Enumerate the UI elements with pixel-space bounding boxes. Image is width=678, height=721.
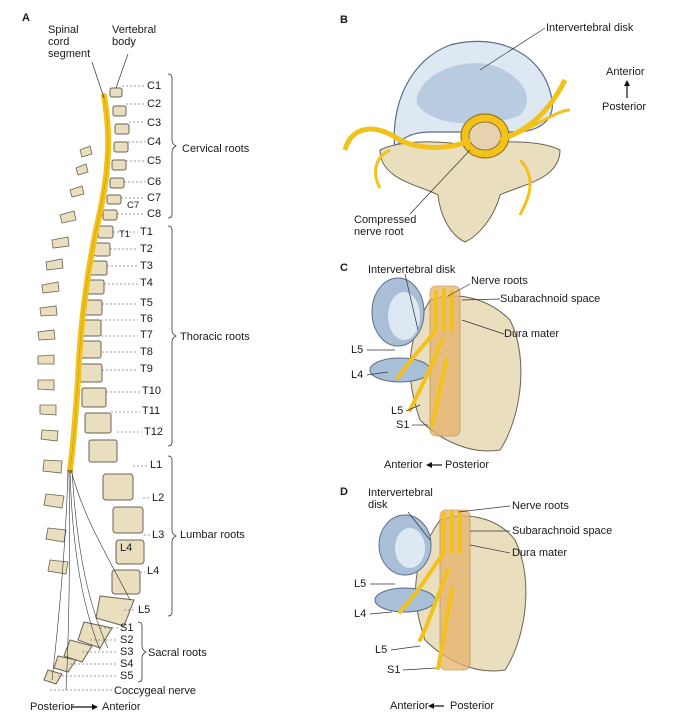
label-t9: T9 <box>140 363 153 375</box>
label-t1-inner: T1 <box>119 229 131 240</box>
c-l5-lower-label: L5 <box>391 405 404 417</box>
label-t4: T4 <box>140 277 153 289</box>
c-posterior-label: Posterior <box>445 459 490 471</box>
label-s3: S3 <box>120 646 134 658</box>
panel-c-drawing <box>369 277 522 452</box>
b-compressed-nerve-root-label: Compressed nerve root <box>354 214 417 238</box>
label-l5: L5 <box>138 604 151 616</box>
sacral-roots-label: Sacral roots <box>148 647 207 659</box>
c-s1-label: S1 <box>396 419 410 431</box>
d-subarachnoid-space-label: Subarachnoid space <box>512 525 613 537</box>
label-l4: L4 <box>147 565 160 577</box>
label-t5: T5 <box>140 297 153 309</box>
vertebral-body-label: Vertebral body <box>112 24 157 48</box>
cervical-roots-label: Cervical roots <box>182 143 250 155</box>
label-l4-inner: L4 <box>120 542 133 554</box>
d-l5-upper-label: L5 <box>354 578 367 590</box>
label-s4: S4 <box>120 658 134 670</box>
label-c3: C3 <box>147 117 162 129</box>
c-dura-mater-label: Dura mater <box>504 328 560 340</box>
d-dura-mater-label: Dura mater <box>512 547 568 559</box>
label-t7: T7 <box>140 329 153 341</box>
b-intervertebral-disk-label: Intervertebral disk <box>546 22 634 34</box>
b-anterior-label: Anterior <box>606 66 645 78</box>
lumbar-roots-label: Lumbar roots <box>180 529 245 541</box>
label-c7: C7 <box>147 192 162 204</box>
label-l3: L3 <box>152 529 165 541</box>
panel-b-drawing <box>342 40 571 243</box>
spinal-cord-segment-label: Spinal cord segment <box>48 24 91 60</box>
label-c1: C1 <box>147 80 162 92</box>
label-c8: C8 <box>147 208 162 220</box>
label-c6: C6 <box>147 176 162 188</box>
label-l1: L1 <box>150 459 163 471</box>
label-c7-inner: C7 <box>127 200 140 211</box>
label-t2: T2 <box>140 243 153 255</box>
c-subarachnoid-space-label: Subarachnoid space <box>500 293 601 305</box>
coccygeal-nerve-label: Coccygeal nerve <box>114 685 196 697</box>
d-s1-label: S1 <box>387 664 401 676</box>
c-l5-upper-label: L5 <box>351 344 364 356</box>
c-nerve-roots-label: Nerve roots <box>471 275 528 287</box>
d-intervertebral-disk-label: Intervertebral disk <box>368 487 433 511</box>
panel-d-label: D <box>340 486 348 498</box>
label-s5: S5 <box>120 670 134 682</box>
label-c2: C2 <box>147 98 162 110</box>
thoracic-roots-label: Thoracic roots <box>180 331 250 343</box>
c-l4-label: L4 <box>351 369 364 381</box>
label-t12: T12 <box>144 426 163 438</box>
label-c5: C5 <box>147 155 162 167</box>
d-nerve-roots-label: Nerve roots <box>512 500 569 512</box>
label-t10: T10 <box>142 385 161 397</box>
c-anterior-label: Anterior <box>384 459 423 471</box>
label-t1: T1 <box>140 226 153 238</box>
panel-a-posterior: Posterior <box>30 701 75 713</box>
d-l5-lower-label: L5 <box>375 644 388 656</box>
d-posterior-label: Posterior <box>450 700 495 712</box>
label-t8: T8 <box>140 346 153 358</box>
label-s2: S2 <box>120 634 134 646</box>
panel-a-anterior: Anterior <box>102 701 141 713</box>
label-s1: S1 <box>120 622 134 634</box>
label-t6: T6 <box>140 313 153 325</box>
label-l2: L2 <box>152 492 165 504</box>
panel-a-label: A <box>22 12 30 24</box>
panel-c-label: C <box>340 262 348 274</box>
panel-d-drawing <box>374 509 527 672</box>
c-intervertebral-disk-label: Intervertebral disk <box>368 264 456 276</box>
b-posterior-label: Posterior <box>602 101 647 113</box>
label-c4: C4 <box>147 136 162 148</box>
label-t3: T3 <box>140 260 153 272</box>
panel-b-label: B <box>340 14 348 26</box>
d-l4-label: L4 <box>354 608 367 620</box>
d-anterior-label: Anterior <box>390 700 429 712</box>
vertebral-bodies <box>43 87 145 685</box>
label-t11: T11 <box>142 405 161 417</box>
